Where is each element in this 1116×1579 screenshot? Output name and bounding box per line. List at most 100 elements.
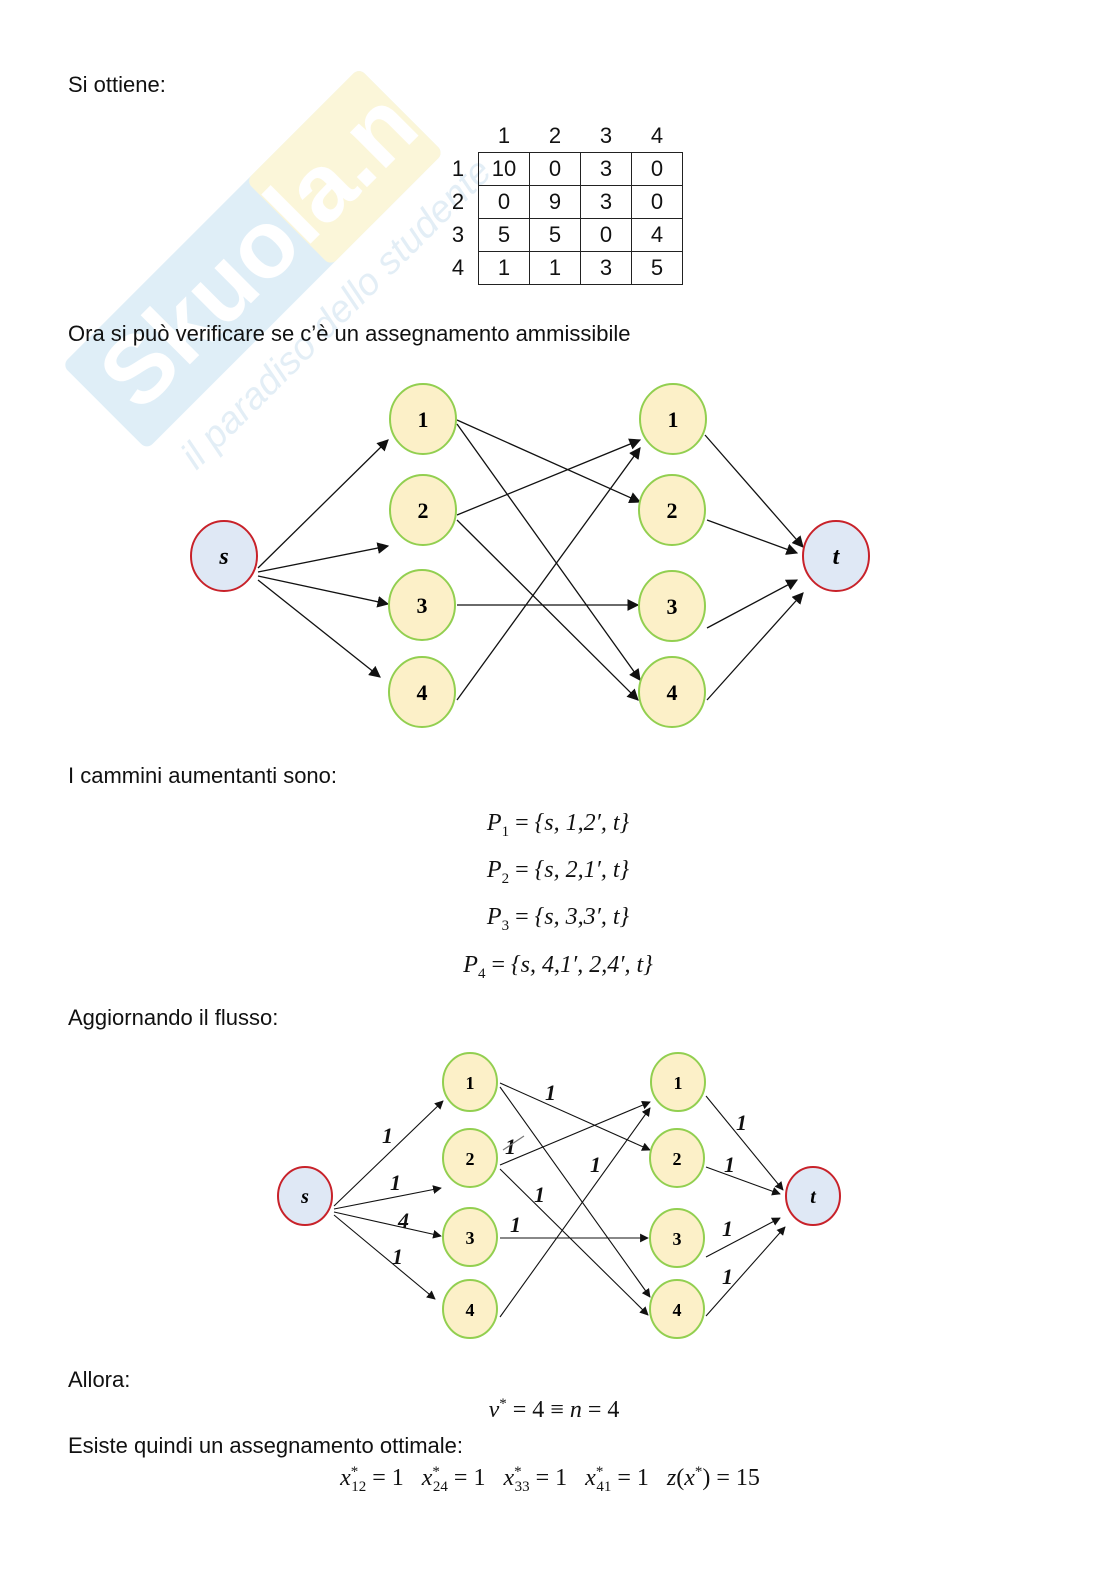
flow-edge-1-2p [499, 1082, 651, 1151]
col-header: 3 [599, 122, 613, 148]
path-set: {s, 4,1′, 2,4′, t} [511, 952, 653, 978]
matrix-cell: 0 [631, 151, 683, 186]
label-aggiornando: Aggiornando il flusso: [68, 1005, 279, 1030]
assign-val: = 1 [453, 1465, 486, 1491]
result-n: n [569, 1397, 582, 1423]
node-label: 4 [667, 680, 678, 705]
row-header: 4 [451, 254, 465, 280]
edge-3p-t [706, 579, 799, 629]
path-name: P [486, 857, 502, 883]
node-label: 2 [418, 498, 429, 523]
matrix-cell: 3 [580, 250, 632, 285]
edge-s-1 [257, 439, 389, 569]
flow-label: 4 [397, 1208, 409, 1233]
matrix-cell: 0 [631, 184, 683, 219]
flow-label: 1 [382, 1123, 393, 1148]
result-n-eq: = 4 [587, 1397, 620, 1423]
flow-node-left-4: 4 [442, 1279, 498, 1339]
result-equation: v* = 4 ≡ n = 4 [488, 1396, 620, 1423]
flow-edge-1p-t [705, 1095, 784, 1191]
node-label: 2 [673, 1149, 682, 1169]
edge-s-4 [257, 579, 381, 678]
edge-s-2 [257, 542, 390, 573]
matrix-cell: 0 [478, 184, 530, 219]
node-left-3: 3 [388, 569, 456, 641]
label-allora: Allora: [68, 1367, 131, 1392]
path-set: {s, 3,3′, t} [534, 904, 630, 930]
flow-node-right-2: 2 [649, 1128, 705, 1188]
assignment-equation: x*12 = 1 x*24 = 1 x*33 = 1 x*41 = 1 z(x*… [340, 1464, 760, 1495]
node-right-3: 3 [638, 570, 706, 642]
matrix-cell: 3 [580, 184, 632, 219]
path-name: P [486, 810, 502, 836]
edge-2-1p [456, 438, 642, 516]
col-header: 4 [650, 122, 664, 148]
matrix-cell: 3 [580, 151, 632, 186]
node-label: 3 [466, 1228, 475, 1248]
path-set: {s, 1,2′, t} [534, 810, 630, 836]
flow-node-right-4: 4 [649, 1279, 705, 1339]
matrix-cell: 5 [478, 217, 530, 252]
path-3: P3 = {s, 3,3′, t} [486, 904, 630, 934]
path-set: {s, 2,1′, t} [534, 857, 630, 883]
flow-label: 1 [510, 1212, 521, 1237]
node-label: 2 [466, 1149, 475, 1169]
node-right-2: 2 [638, 474, 706, 546]
flow-edge-s-4 [333, 1214, 436, 1300]
matrix-cell: 1 [478, 250, 530, 285]
node-label: 3 [667, 594, 678, 619]
flow-edge-2p-t [705, 1166, 781, 1196]
flow-label: 1 [534, 1182, 545, 1207]
result-v-eq: = 4 ≡ [512, 1397, 564, 1423]
edge-2-4p [456, 519, 639, 701]
flow-label: 1 [590, 1152, 601, 1177]
edge-2p-t [706, 519, 799, 555]
node-left-1: 1 [389, 383, 457, 455]
row-header: 1 [451, 155, 465, 181]
matrix-cell: 10 [478, 151, 530, 186]
row-header: 3 [451, 221, 465, 247]
node-label: 4 [673, 1300, 682, 1320]
node-label: 3 [417, 593, 428, 618]
matrix-cell: 0 [580, 217, 632, 252]
node-label: 1 [674, 1073, 683, 1093]
flow-edge-2-1p [499, 1101, 651, 1166]
node-label: 4 [417, 680, 428, 705]
assign-var: x [421, 1465, 433, 1491]
flow-edge-s-2 [333, 1185, 442, 1210]
edge-s-3 [257, 575, 390, 608]
flow-label: 1 [722, 1216, 733, 1241]
objective-arg: x [684, 1465, 695, 1491]
matrix-cell: 0 [529, 151, 581, 186]
objective-func: z [666, 1465, 677, 1491]
matrix-cell: 9 [529, 184, 581, 219]
matrix-cell: 1 [529, 250, 581, 285]
assign-var: x [503, 1465, 515, 1491]
node-label: t [810, 1186, 817, 1208]
edge-1p-t [704, 434, 804, 548]
node-left-4: 4 [388, 656, 456, 728]
node-left-2: 2 [389, 474, 457, 546]
flow-node-left-2: 2 [442, 1128, 498, 1188]
assign-val: = 1 [535, 1465, 568, 1491]
flow-label: 1 [390, 1170, 401, 1195]
node-label: 1 [668, 407, 679, 432]
strike-mark [502, 1135, 525, 1151]
objective-val: = 15 [716, 1465, 760, 1491]
flow-label: 1 [392, 1244, 403, 1269]
label-ora-verifica: Ora si può verificare se c’è un assegnam… [68, 321, 631, 346]
flow-label: 1 [545, 1080, 556, 1105]
node-label: s [300, 1186, 309, 1208]
path-sub: 3 [501, 917, 510, 934]
bipartite-graph: s 1 2 3 4 1 2 3 4 t [190, 383, 870, 728]
assign-sub: 24 [432, 1478, 448, 1495]
edge-4-1p [456, 447, 641, 701]
label-esiste: Esiste quindi un assegnamento ottimale: [68, 1433, 464, 1458]
flow-label: 1 [505, 1134, 516, 1159]
flow-label: 1 [724, 1152, 735, 1177]
flow-node-right-3: 3 [649, 1208, 705, 1268]
flow-node-t: t [785, 1166, 841, 1226]
col-header: 2 [548, 122, 562, 148]
edge-1-4p [456, 423, 641, 681]
flow-edge-s-3 [333, 1211, 442, 1239]
